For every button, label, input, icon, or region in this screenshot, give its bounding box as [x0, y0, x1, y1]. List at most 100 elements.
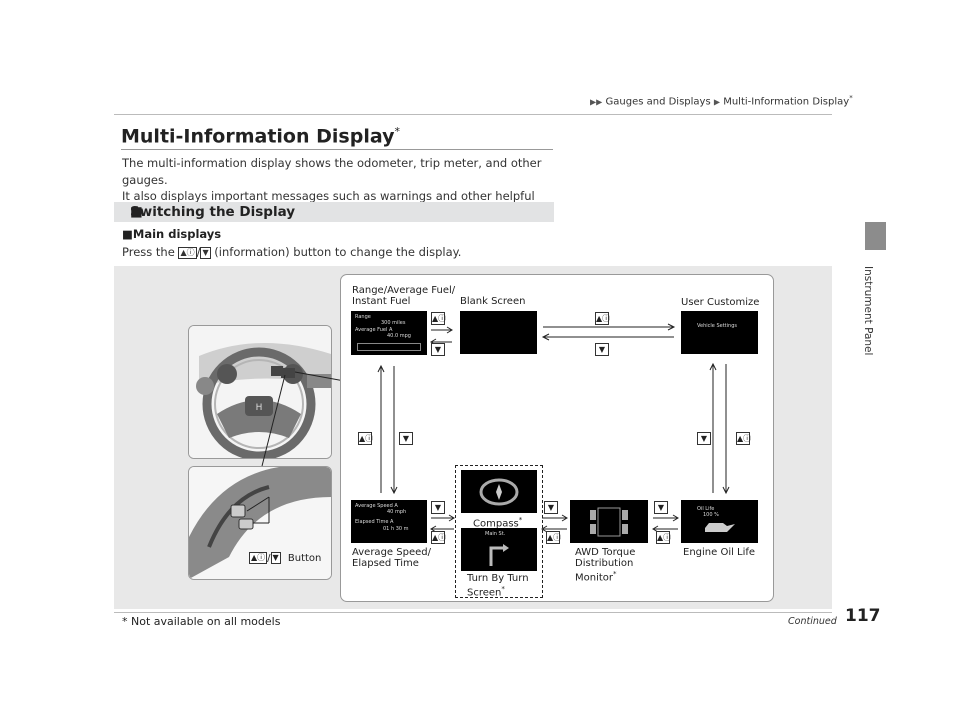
- breadcrumb-arrow-icon: ▶▶: [590, 97, 603, 107]
- label-turn-by-turn: Turn By Turn Screen*: [467, 573, 529, 598]
- screen-average-speed: Average Speed A 40 mph Elapsed Time A 01…: [351, 500, 427, 543]
- title-rule: [121, 149, 553, 150]
- breadcrumb-star: *: [849, 94, 853, 102]
- turn-arrow-icon: [489, 544, 509, 566]
- down-key-icon: ▼: [431, 343, 445, 356]
- continued-label: Continued: [788, 616, 837, 627]
- screen-elapsed-value: 01 h 30 m: [383, 526, 409, 532]
- page-title: Multi-Information Display*: [121, 125, 400, 147]
- screen-street: Main St.: [485, 531, 506, 537]
- info-down-icon: ▼: [270, 552, 281, 564]
- label-user-customize: User Customize: [681, 297, 760, 308]
- press-after: (information) button to change the displ…: [214, 245, 462, 259]
- section-bullet-icon: ■: [130, 204, 143, 220]
- label-range-1: Range/Average Fuel/: [352, 285, 456, 296]
- sub-bullet-icon: ■: [122, 227, 133, 241]
- screen-range: Range 300 miles Average Fuel A 40.0 mpg: [351, 311, 427, 355]
- section-title: Switching the Display: [130, 204, 296, 220]
- up-key-icon: ▲ⓘ: [595, 312, 611, 325]
- steering-wheel-icon: H: [189, 326, 331, 458]
- sub-heading: ■Main displays: [122, 227, 221, 241]
- info-up-icon: ▲ⓘ: [178, 246, 197, 259]
- page-title-text: Multi-Information Display: [121, 125, 395, 148]
- oil-can-icon: [705, 523, 735, 532]
- up-key-icon: ▲ⓘ: [546, 531, 562, 544]
- breadcrumb-item-gauges[interactable]: Gauges and Displays: [605, 96, 711, 108]
- page-number: 117: [845, 606, 881, 626]
- screen-fuel-value: 40.0 mpg: [387, 333, 411, 339]
- press-instruction: Press the ▲ⓘ/▼ (information) button to c…: [122, 245, 461, 259]
- arrow-right-left-icon: [541, 323, 676, 341]
- steering-wheel-illustration: H: [188, 325, 332, 459]
- label-turn-2: Screen: [467, 587, 502, 599]
- footer-rule: [114, 612, 832, 613]
- label-star: *: [501, 585, 505, 593]
- label-awd-1: AWD Torque: [575, 547, 636, 558]
- up-key-icon: ▲ⓘ: [358, 432, 374, 445]
- down-key-icon: ▼: [431, 501, 445, 514]
- press-before: Press the: [122, 245, 175, 259]
- down-key-icon: ▼: [399, 432, 413, 445]
- label-turn-1: Turn By Turn: [467, 573, 529, 584]
- arrow-up-down-icon: [377, 364, 398, 495]
- label-speed-1: Average Speed/: [352, 547, 431, 558]
- footnote: * Not available on all models: [122, 615, 281, 628]
- label-speed-2: Elapsed Time: [352, 558, 419, 569]
- screen-vehicle-settings: Vehicle Settings: [697, 323, 737, 329]
- compass-icon: [479, 478, 519, 506]
- chapter-tab: [865, 222, 886, 250]
- sub-heading-text: Main displays: [132, 227, 222, 241]
- screen-range-value: 300 miles: [381, 320, 406, 326]
- section-heading: ■Switching the Display: [114, 202, 554, 222]
- screen-awd: [570, 500, 648, 543]
- label-compass: Compass*: [473, 515, 522, 529]
- button-label: Button: [287, 553, 322, 564]
- header-rule: [114, 114, 832, 115]
- screen-turn-by-turn: Main St.: [461, 528, 537, 571]
- button-sep: /: [196, 245, 201, 259]
- info-up-icon: ▲ⓘ: [249, 552, 268, 564]
- down-key-icon: ▼: [697, 432, 711, 445]
- label-blank: Blank Screen: [460, 296, 526, 307]
- screen-speed-title: Average Speed A: [355, 503, 398, 509]
- svg-text:H: H: [256, 403, 263, 413]
- label-compass-text: Compass: [473, 518, 519, 530]
- optional-screens-group: [455, 465, 543, 598]
- label-range-2: Instant Fuel: [352, 296, 411, 307]
- up-key-icon: ▲ⓘ: [431, 312, 447, 325]
- label-range: Range/Average Fuel/ Instant Fuel: [352, 285, 455, 307]
- label-star: *: [613, 570, 617, 578]
- label-awd-2: Distribution: [575, 558, 634, 569]
- down-key-icon: ▼: [544, 501, 558, 514]
- screen-oil-value: 100 %: [703, 512, 719, 518]
- screen-elapsed-title: Elapsed Time A: [355, 519, 394, 525]
- screen-speed-value: 40 mph: [387, 509, 407, 515]
- down-key-icon: ▼: [595, 343, 609, 356]
- screen-oil-title: Oil Life: [697, 506, 715, 512]
- label-star: *: [518, 516, 523, 524]
- up-key-icon: ▲ⓘ: [736, 432, 752, 445]
- screen-compass: [461, 470, 537, 513]
- screen-blank: [460, 311, 537, 354]
- breadcrumb-item-mid[interactable]: Multi-Information Display: [723, 96, 850, 108]
- down-key-icon: ▼: [654, 501, 668, 514]
- screen-oil-life: Oil Life 100 %: [681, 500, 758, 543]
- button-caption: ▲ⓘ/▼ Button: [249, 552, 321, 564]
- breadcrumb: ▶▶ Gauges and Displays ▶ Multi-Informati…: [590, 94, 853, 107]
- label-average-speed: Average Speed/ Elapsed Time: [352, 547, 431, 569]
- up-key-icon: ▲ⓘ: [431, 531, 447, 544]
- label-awd: AWD Torque Distribution Monitor*: [575, 547, 635, 583]
- title-star: *: [394, 125, 400, 138]
- arrow-up-down-icon: [709, 362, 730, 495]
- arrow-right-left-icon: [652, 514, 679, 533]
- breadcrumb-arrow-icon: ▶: [713, 97, 721, 107]
- fuel-gauge-bar: [357, 343, 421, 351]
- arrow-right-left-icon: [541, 514, 568, 533]
- screen-fuel-title: Average Fuel A: [355, 327, 393, 333]
- info-down-icon: ▼: [200, 246, 211, 259]
- label-oil-life: Engine Oil Life: [683, 547, 756, 558]
- arrow-right-left-icon: [430, 514, 455, 533]
- screen-user-customize: Vehicle Settings: [681, 311, 758, 354]
- intro-line-1: The multi-information display shows the …: [122, 156, 542, 187]
- awd-icon: [590, 507, 628, 537]
